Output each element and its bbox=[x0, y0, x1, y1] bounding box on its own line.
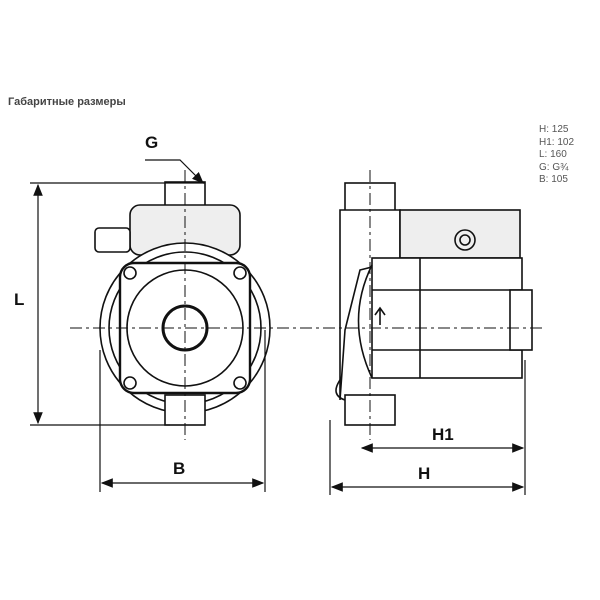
label-l: L bbox=[14, 290, 24, 309]
spec-g: G: G¾ bbox=[539, 161, 569, 173]
label-b: B bbox=[173, 459, 185, 478]
side-dimensions bbox=[329, 360, 526, 495]
label-h: H bbox=[418, 464, 430, 483]
side-view bbox=[300, 170, 545, 440]
front-dimensions bbox=[30, 159, 266, 492]
spec-h: H: 125 bbox=[539, 124, 569, 135]
section-title: Габаритные размеры bbox=[8, 96, 126, 108]
spec-h1: H1: 102 bbox=[539, 136, 575, 148]
label-h1: H1 bbox=[432, 425, 454, 444]
spec-b: B: 105 bbox=[539, 174, 568, 185]
label-g: G bbox=[145, 133, 158, 152]
front-view bbox=[70, 170, 300, 440]
spec-l: L: 160 bbox=[539, 149, 567, 160]
dimension-specs: H: 125 H1: 102 L: 160 G: G¾ B: 105 bbox=[539, 124, 574, 187]
